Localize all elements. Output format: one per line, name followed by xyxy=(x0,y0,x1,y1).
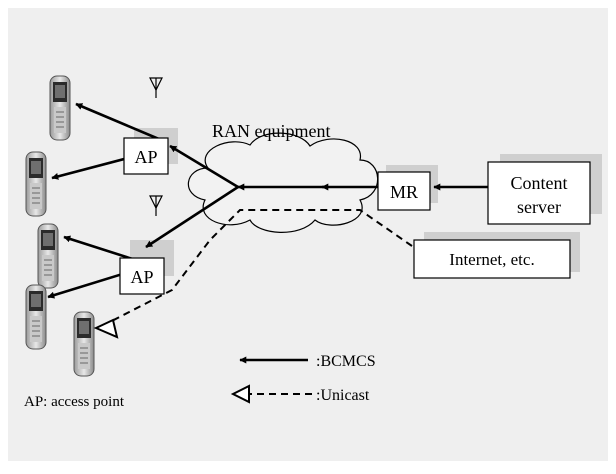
legend: :BCMCS :Unicast xyxy=(230,353,376,404)
legend-unicast-arrowhead xyxy=(230,384,250,404)
legend-unicast-label: :Unicast xyxy=(316,387,370,404)
mobile-phone-icon xyxy=(37,223,59,289)
internet-box xyxy=(413,239,571,279)
mobile-phone-icon xyxy=(25,151,47,217)
ap-bottom-label: AP xyxy=(130,267,153,287)
ap-definition-label: AP: access point xyxy=(24,394,125,410)
bcmcs-link-ap-top-to-phone-1 xyxy=(75,102,167,144)
ap-box-bottom xyxy=(119,257,165,295)
ap-box-top xyxy=(123,137,169,175)
mr-label: MR xyxy=(390,182,418,202)
mobile-phone-icon xyxy=(73,311,95,377)
mobile-phone-icon xyxy=(25,284,47,350)
ran-cloud-icon xyxy=(187,132,379,233)
mobile-phone-icon xyxy=(49,75,71,141)
content-server-box xyxy=(487,161,591,225)
legend-bcmcs-label: :BCMCS xyxy=(316,353,376,370)
content-server-label-line1: Content xyxy=(511,173,568,193)
ran-equipment-label: RAN equipment xyxy=(212,121,331,141)
bcmcs-link-ran-to-ap-top xyxy=(169,144,239,189)
content-server-label-line2: server xyxy=(517,197,561,217)
ap-top-label: AP xyxy=(134,147,157,167)
internet-label: Internet, etc. xyxy=(449,250,534,269)
unicast-arrowhead xyxy=(93,318,119,339)
mr-box xyxy=(377,171,431,211)
unicast-path xyxy=(101,209,413,327)
bcmcs-link-ran-to-ap-bottom xyxy=(145,185,239,249)
